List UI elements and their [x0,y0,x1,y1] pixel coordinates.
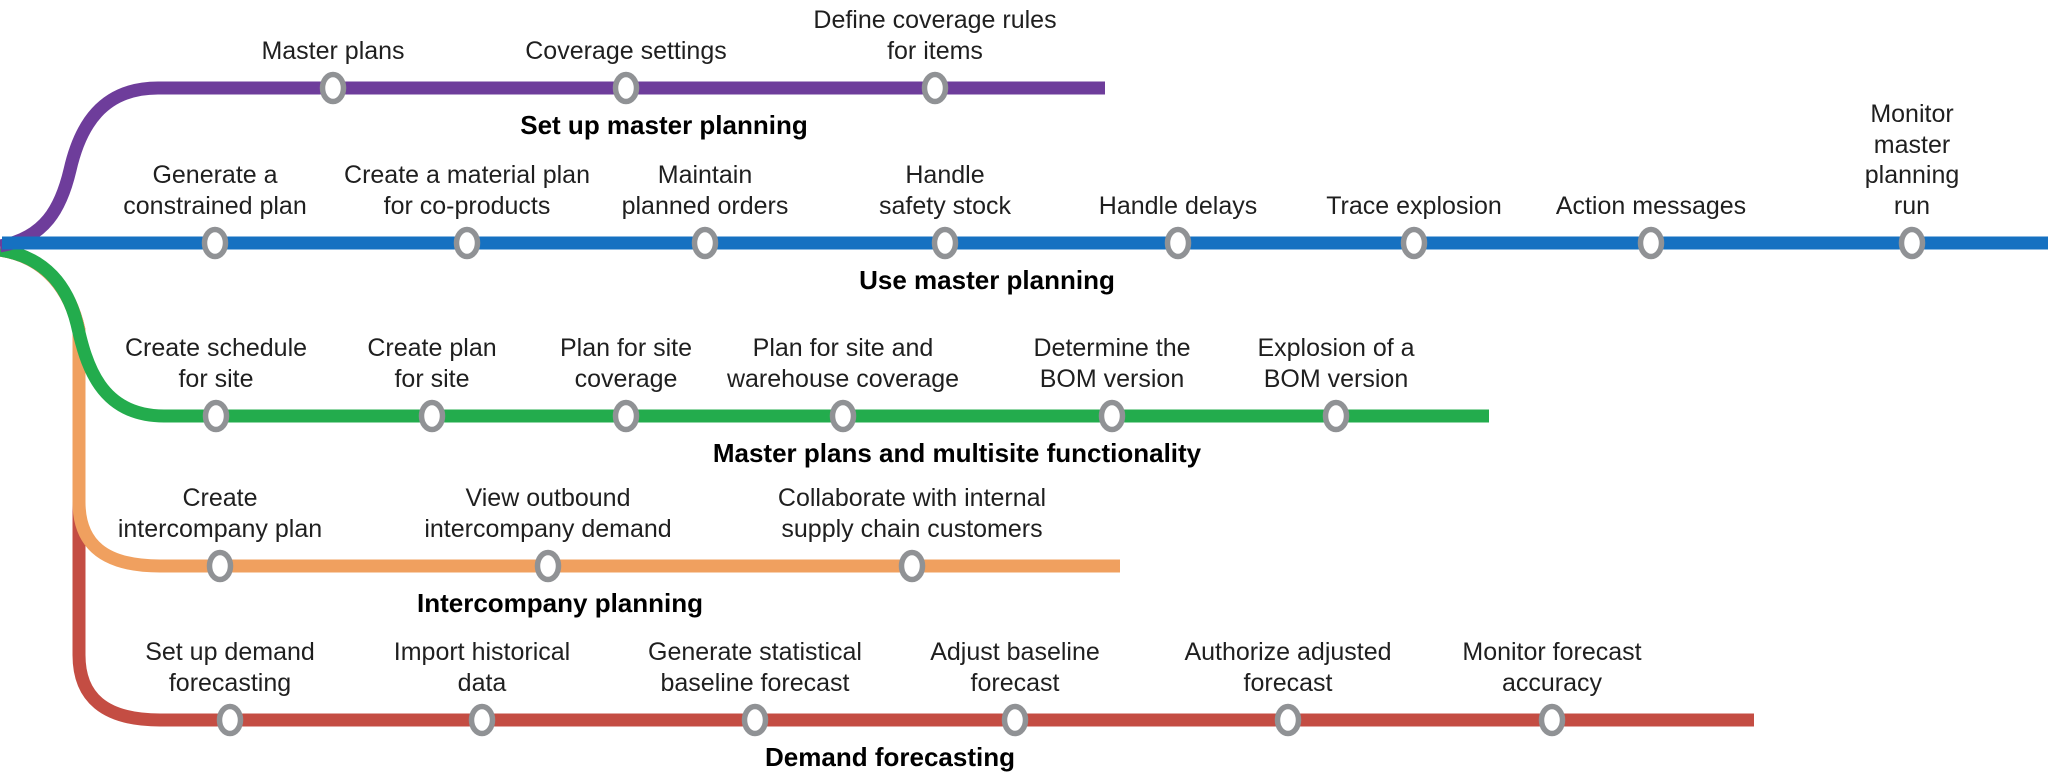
stop-label: Authorize adjusted forecast [1184,638,1392,697]
route-stop-marker [691,226,719,260]
stop-label: Import historical data [393,638,571,697]
route-stop-marker [1098,399,1126,433]
stop-label: Action messages [1555,191,1747,220]
route-stop-marker [319,71,347,105]
route-stop-marker [612,71,640,105]
route-stop-marker [468,703,496,737]
route-stop-marker [1001,703,1029,737]
stop-label: Monitor forecast accuracy [1462,638,1642,697]
stop-label: Explosion of a BOM version [1257,334,1415,393]
route-stop-marker [1898,226,1926,260]
stop-label: Determine the BOM version [1033,334,1191,393]
stop-label: Adjust baseline forecast [930,638,1100,697]
stop-label: Define coverage rules for items [813,6,1057,65]
stop-label: Handle delays [1098,191,1258,220]
stop-label: Coverage settings [525,36,727,65]
stop-label: Plan for site coverage [559,334,693,393]
stop-label: Set up demand forecasting [145,638,315,697]
stop-label: Create intercompany plan [117,484,323,543]
route-stop-marker [1322,399,1350,433]
route-stop-marker [206,549,234,583]
route-line-set-up-master-planning [0,81,1105,253]
route-stop-marker [418,399,446,433]
route-stop-marker [741,703,769,737]
route-stop-marker [1637,226,1665,260]
stop-label: Generate statistical baseline forecast [648,638,862,697]
stop-label: Trace explosion [1326,191,1502,220]
stop-label: View outbound intercompany demand [424,484,672,543]
stop-label: Plan for site and warehouse coverage [726,334,960,393]
route-title-demand-forecasting: Demand forecasting [765,742,1015,772]
stop-label: Monitor master planning run [1864,100,1960,220]
route-title-use-master-planning: Use master planning [859,265,1115,295]
route-stop-marker [1274,703,1302,737]
route-stop-marker [201,226,229,260]
route-stop-marker [898,549,926,583]
stop-label: Collaborate with internal supply chain c… [777,484,1047,543]
route-stop-marker [1538,703,1566,737]
route-title-set-up-master-planning: Set up master planning [520,110,808,140]
stop-label: Generate a constrained plan [123,161,307,220]
stop-label: Master plans [261,36,405,65]
stop-label: Create a material plan for co-products [344,161,590,220]
route-stop-marker [202,399,230,433]
stop-label: Create schedule for site [124,334,308,393]
route-title-master-plans-and-multisite-functionality: Master plans and multisite functionality [712,438,1202,468]
route-stop-marker [453,226,481,260]
route-stop-marker [534,549,562,583]
route-stop-marker [931,226,959,260]
route-stop-marker [1400,226,1428,260]
stop-label: Maintain planned orders [621,161,789,220]
route-stop-marker [216,703,244,737]
route-stop-marker [921,71,949,105]
route-stop-marker [829,399,857,433]
route-stop-marker [612,399,640,433]
stop-label: Create plan for site [367,334,497,393]
route-line-master-plans-and-multisite-functionality [0,243,1489,423]
route-title-intercompany-planning: Intercompany planning [416,588,704,618]
route-stop-marker [1164,226,1192,260]
stop-label: Handle safety stock [879,161,1011,220]
